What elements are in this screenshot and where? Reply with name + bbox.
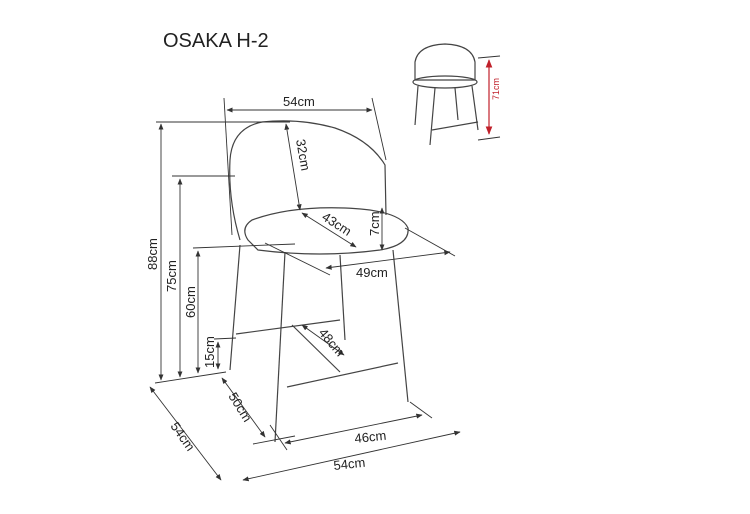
footrest-back [235, 319, 341, 335]
leg-front-right [392, 249, 409, 403]
label-base-width: 46cm [354, 428, 387, 446]
leg-back-right [339, 254, 346, 341]
label-total-height: 88cm [145, 238, 160, 270]
leg-back-left [229, 244, 241, 371]
thumb-seat [412, 75, 478, 89]
label-total-width: 54cm [333, 455, 366, 473]
label-base-depth: 50cm [225, 390, 255, 425]
label-seat-width: 49cm [356, 265, 388, 280]
dimension-lines [149, 97, 461, 482]
label-backrest-height: 32cm [293, 138, 313, 172]
footrest-front [286, 362, 399, 388]
label-footrest-height: 15cm [202, 336, 217, 368]
label-armrest-height: 75cm [164, 260, 179, 292]
thumb-height-label: 71cm [491, 78, 501, 100]
product-title: OSAKA H-2 [163, 30, 269, 52]
label-back-width: 54cm [283, 94, 315, 109]
leg-front-left [274, 251, 286, 443]
label-seat-thickness: 7cm [367, 211, 382, 236]
label-total-depth: 54cm [168, 419, 199, 454]
label-seat-depth: 43cm [319, 209, 354, 239]
stool-body [229, 120, 409, 443]
thumbnail-stool: 71cm [412, 43, 501, 146]
thumb-back [414, 43, 476, 81]
label-seat-height: 60cm [183, 286, 198, 318]
